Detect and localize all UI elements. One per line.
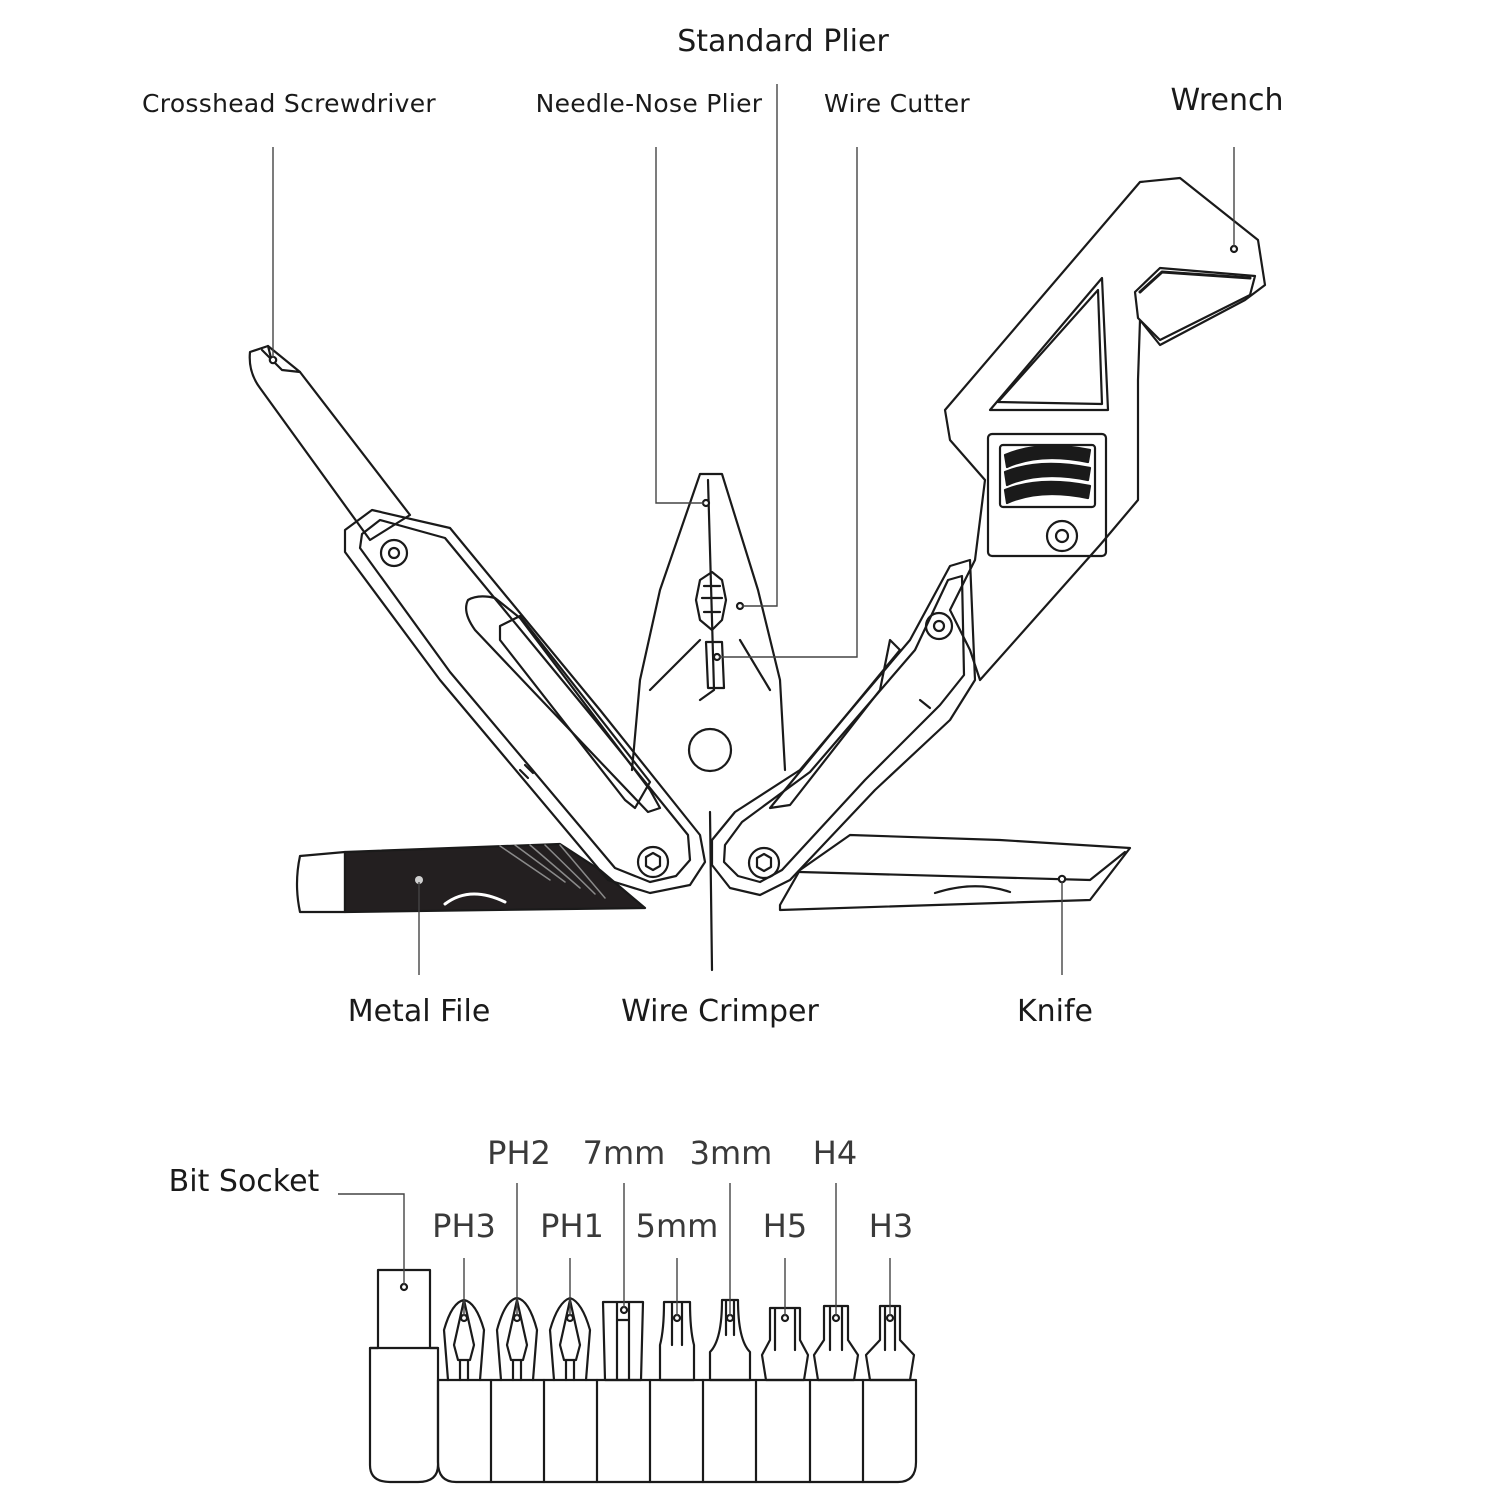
label-bit-h5: H5 [762,1207,808,1245]
label-knife: Knife [1016,994,1094,1029]
left-handle [343,508,707,895]
bit-socket [368,1268,440,1484]
metal-file-tool [295,842,647,914]
label-bit-ph1: PH1 [540,1207,604,1245]
label-bit-h4: H4 [812,1134,858,1172]
standard-plier-tool [630,472,787,972]
label-wire-crimper: Wire Crimper [621,994,819,1029]
label-bit-ph3: PH3 [432,1207,496,1245]
label-standard-plier: Standard Plier [677,24,889,59]
leader-standard-plier [742,84,778,607]
right-handle [710,558,977,897]
crosshead-screwdriver-tool [248,344,412,542]
label-bit-3mm: 3mm [689,1134,773,1172]
leader-needle-nose-plier [655,147,704,504]
bit-set [368,1268,918,1484]
leader-lines [272,84,1235,1316]
label-crosshead-screwdriver: Crosshead Screwdriver [142,89,436,118]
leader-bit-socket [338,1193,405,1285]
label-needle-nose-plier: Needle-Nose Plier [535,89,763,118]
knife-tool [778,833,1132,912]
leader-wire-cutter [719,147,858,658]
wrench-tool [943,176,1267,682]
label-bit-7mm: 7mm [582,1134,666,1172]
label-bit-ph2: PH2 [487,1134,551,1172]
label-wire-cutter: Wire Cutter [823,89,971,118]
label-bit-h3: H3 [868,1207,914,1245]
label-wrench: Wrench [1170,83,1284,118]
label-bit-5mm: 5mm [635,1207,719,1245]
label-metal-file: Metal File [347,994,491,1029]
label-bit-socket: Bit Socket [168,1164,320,1199]
